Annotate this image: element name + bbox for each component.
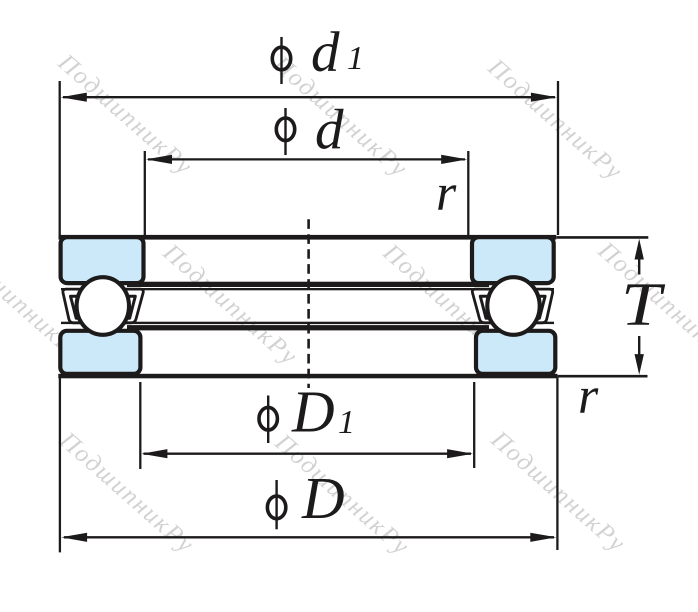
svg-text:1: 1 [347,40,364,77]
svg-text:T: T [621,272,666,339]
svg-text:r: r [578,368,599,425]
svg-text:1: 1 [338,404,355,441]
svg-text:r: r [436,165,457,222]
svg-text:d: d [315,99,344,162]
svg-text:d: d [311,21,340,84]
svg-text:D: D [291,379,335,445]
svg-text:D: D [301,465,345,531]
